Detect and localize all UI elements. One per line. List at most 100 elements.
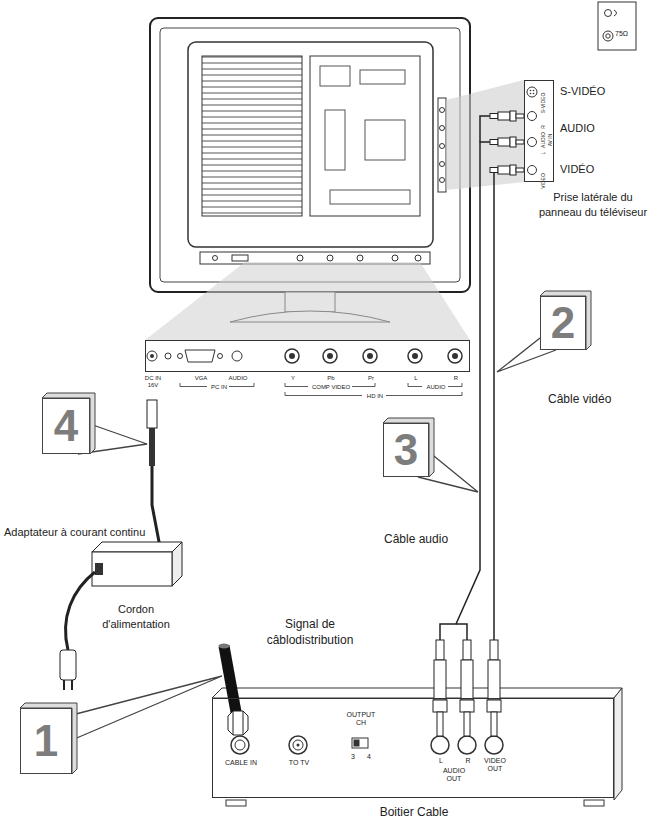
rca-plug: [516, 114, 524, 118]
callout-shadow: [20, 703, 77, 774]
text-holder: L: [411, 375, 421, 382]
port-label: R: [541, 125, 546, 129]
port-label: VIDEO: [541, 173, 546, 189]
rca-plug: [490, 640, 498, 660]
jack-panel: S-VIDEORAUDIOLAV INVIDEO: [524, 80, 554, 182]
vga-port: [185, 350, 215, 362]
tv-rear-cover: [188, 42, 433, 247]
text-holder: PC IN: [208, 384, 230, 391]
port-label: VIDÉO: [560, 163, 594, 176]
text-holder: 4: [365, 753, 373, 761]
tv-jack: [440, 178, 445, 183]
text-holder: Adaptateur à courant continu: [4, 526, 145, 539]
audio-cable-branch: [456, 624, 467, 640]
port-label: Boitier Cable: [349, 805, 479, 819]
rca-plug: [437, 712, 443, 736]
port-label: L: [541, 152, 546, 155]
text-holder: COMP VIDEO: [311, 384, 351, 391]
text-holder: 3: [349, 753, 357, 761]
rca-plug: [498, 166, 510, 174]
plug-prongs: [64, 680, 72, 690]
board-part: [365, 120, 405, 160]
dc-plug: [149, 428, 155, 466]
callout-shadow: [383, 418, 434, 477]
text-holder: AUDIO: [560, 122, 595, 135]
adapter-body: [92, 542, 182, 552]
rca-plug: [464, 712, 470, 736]
rca-plug: [460, 700, 474, 712]
cable-label: Câble audio: [384, 532, 448, 546]
port-label: Y: [288, 375, 298, 382]
tv-jack: [392, 255, 398, 261]
port-label: VIDEO OUT: [482, 757, 508, 773]
svideo-pin: [530, 90, 532, 92]
port-label: AUDIO OUT: [441, 767, 467, 783]
heat-sink: [202, 56, 302, 216]
svideo-pin: [533, 93, 535, 95]
text-holder: VGA: [189, 375, 213, 382]
callout-number: 4: [54, 404, 78, 448]
text-holder: L: [436, 757, 446, 765]
rca-plug: [498, 138, 510, 146]
tv-rim: [160, 28, 460, 282]
rca-plug: [516, 140, 524, 144]
rca-plug: [487, 700, 501, 712]
circuit-board: [310, 56, 420, 216]
svideo-pin: [533, 90, 535, 92]
antenna-jack: [606, 34, 610, 38]
callout-box: 1: [20, 708, 72, 774]
part-label: Adaptateur à courant continu: [4, 526, 145, 539]
text-holder: DC IN 16V: [142, 375, 164, 389]
power-cord: [66, 572, 95, 650]
rca-jack: [327, 353, 333, 359]
rca-jack: [289, 353, 295, 359]
coax-end: [219, 644, 230, 649]
coax-jack: [289, 736, 307, 754]
zoom-wedge: [145, 262, 470, 340]
text-holder: OUTPUT CH: [345, 711, 377, 727]
port-label: DC IN 16V: [142, 375, 164, 389]
port-label: R: [451, 375, 461, 382]
text-holder: R: [463, 757, 473, 765]
panel-screw: [178, 354, 183, 359]
dc-jack: [147, 351, 157, 361]
text-holder: S-VIDÉO: [560, 85, 605, 98]
coax-jack: [231, 736, 249, 754]
port-label: AUDIO: [541, 132, 546, 148]
port-label: COMP VIDEO: [311, 384, 351, 391]
rca-jack: [458, 736, 476, 754]
tv-jack: [213, 256, 218, 261]
audio-cable-branch: [480, 116, 490, 142]
port-label: AUDIO: [225, 375, 251, 382]
coax-jack: [235, 740, 245, 750]
callout-shadow: [42, 393, 95, 454]
text-holder: Pr: [365, 375, 377, 382]
rca-jack: [448, 349, 462, 363]
tv-jack: [440, 162, 445, 167]
adapter-body: [172, 542, 182, 586]
text-holder: TO TV: [279, 759, 319, 767]
text-holder: VIDÉO: [560, 163, 594, 176]
cable-line: [494, 170, 524, 698]
callout-box: 4: [42, 398, 90, 454]
panel-screw: [218, 354, 223, 359]
callout-number: 1: [34, 719, 58, 763]
port-label: HD IN: [364, 393, 386, 400]
callout-number: 3: [394, 428, 418, 472]
port-label: AV IN: [548, 134, 553, 147]
signal-label: Signal de câblodistribution: [255, 616, 365, 648]
text-holder: Y: [288, 375, 298, 382]
tv-jack: [440, 144, 445, 149]
rca-jack: [285, 349, 299, 363]
rca-plug: [488, 660, 500, 700]
box-top-face: [212, 688, 622, 698]
headphone-symbol: [614, 10, 617, 16]
coax-cable: [224, 646, 236, 712]
text-holder: AUDIO OUT: [441, 767, 467, 783]
rca-plug: [510, 137, 516, 147]
rca-jack: [412, 353, 418, 359]
rca-jack: [528, 166, 537, 175]
tv-jack: [327, 255, 333, 261]
